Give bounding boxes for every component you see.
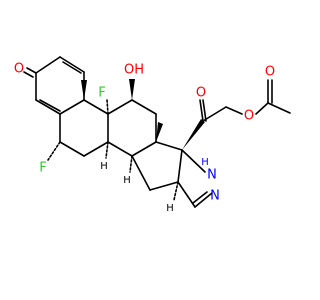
ester-oxygen-label: O (244, 109, 254, 124)
ring-d (131, 141, 183, 191)
nh-nitrogen-label: N (207, 168, 217, 183)
molecule-structure-diagram: O OH F F O O O H N N H H H (14, 56, 291, 215)
substituents (47, 79, 179, 201)
fluorine-6-label: F (39, 161, 46, 176)
atom-labels: O OH F F O O O H N N H H H (14, 62, 275, 215)
ketone-oxygen-label: O (14, 62, 24, 77)
ring-c (107, 99, 157, 157)
acetyl-oxygen-label: O (265, 65, 275, 80)
imine-nitrogen-label: N (210, 189, 220, 204)
ring-b (59, 99, 109, 157)
pyrazoline-ring (177, 149, 213, 208)
molecule-svg: O OH F F O O O H N N H H H (14, 56, 291, 215)
stereo-hydrogen-pyrazoline-label: H (166, 203, 174, 214)
stereo-hydrogen-8-label: H (100, 161, 108, 172)
acetoxyacetyl-side-chain (182, 79, 291, 150)
acyl-oxygen-label: O (196, 86, 206, 101)
nh-hydrogen-label: H (201, 157, 209, 168)
stereo-hydrogen-14-label: H (123, 175, 131, 186)
hydroxyl-label: OH (124, 63, 144, 78)
ring-a (23, 56, 85, 115)
fluorine-9-label: F (98, 86, 105, 101)
